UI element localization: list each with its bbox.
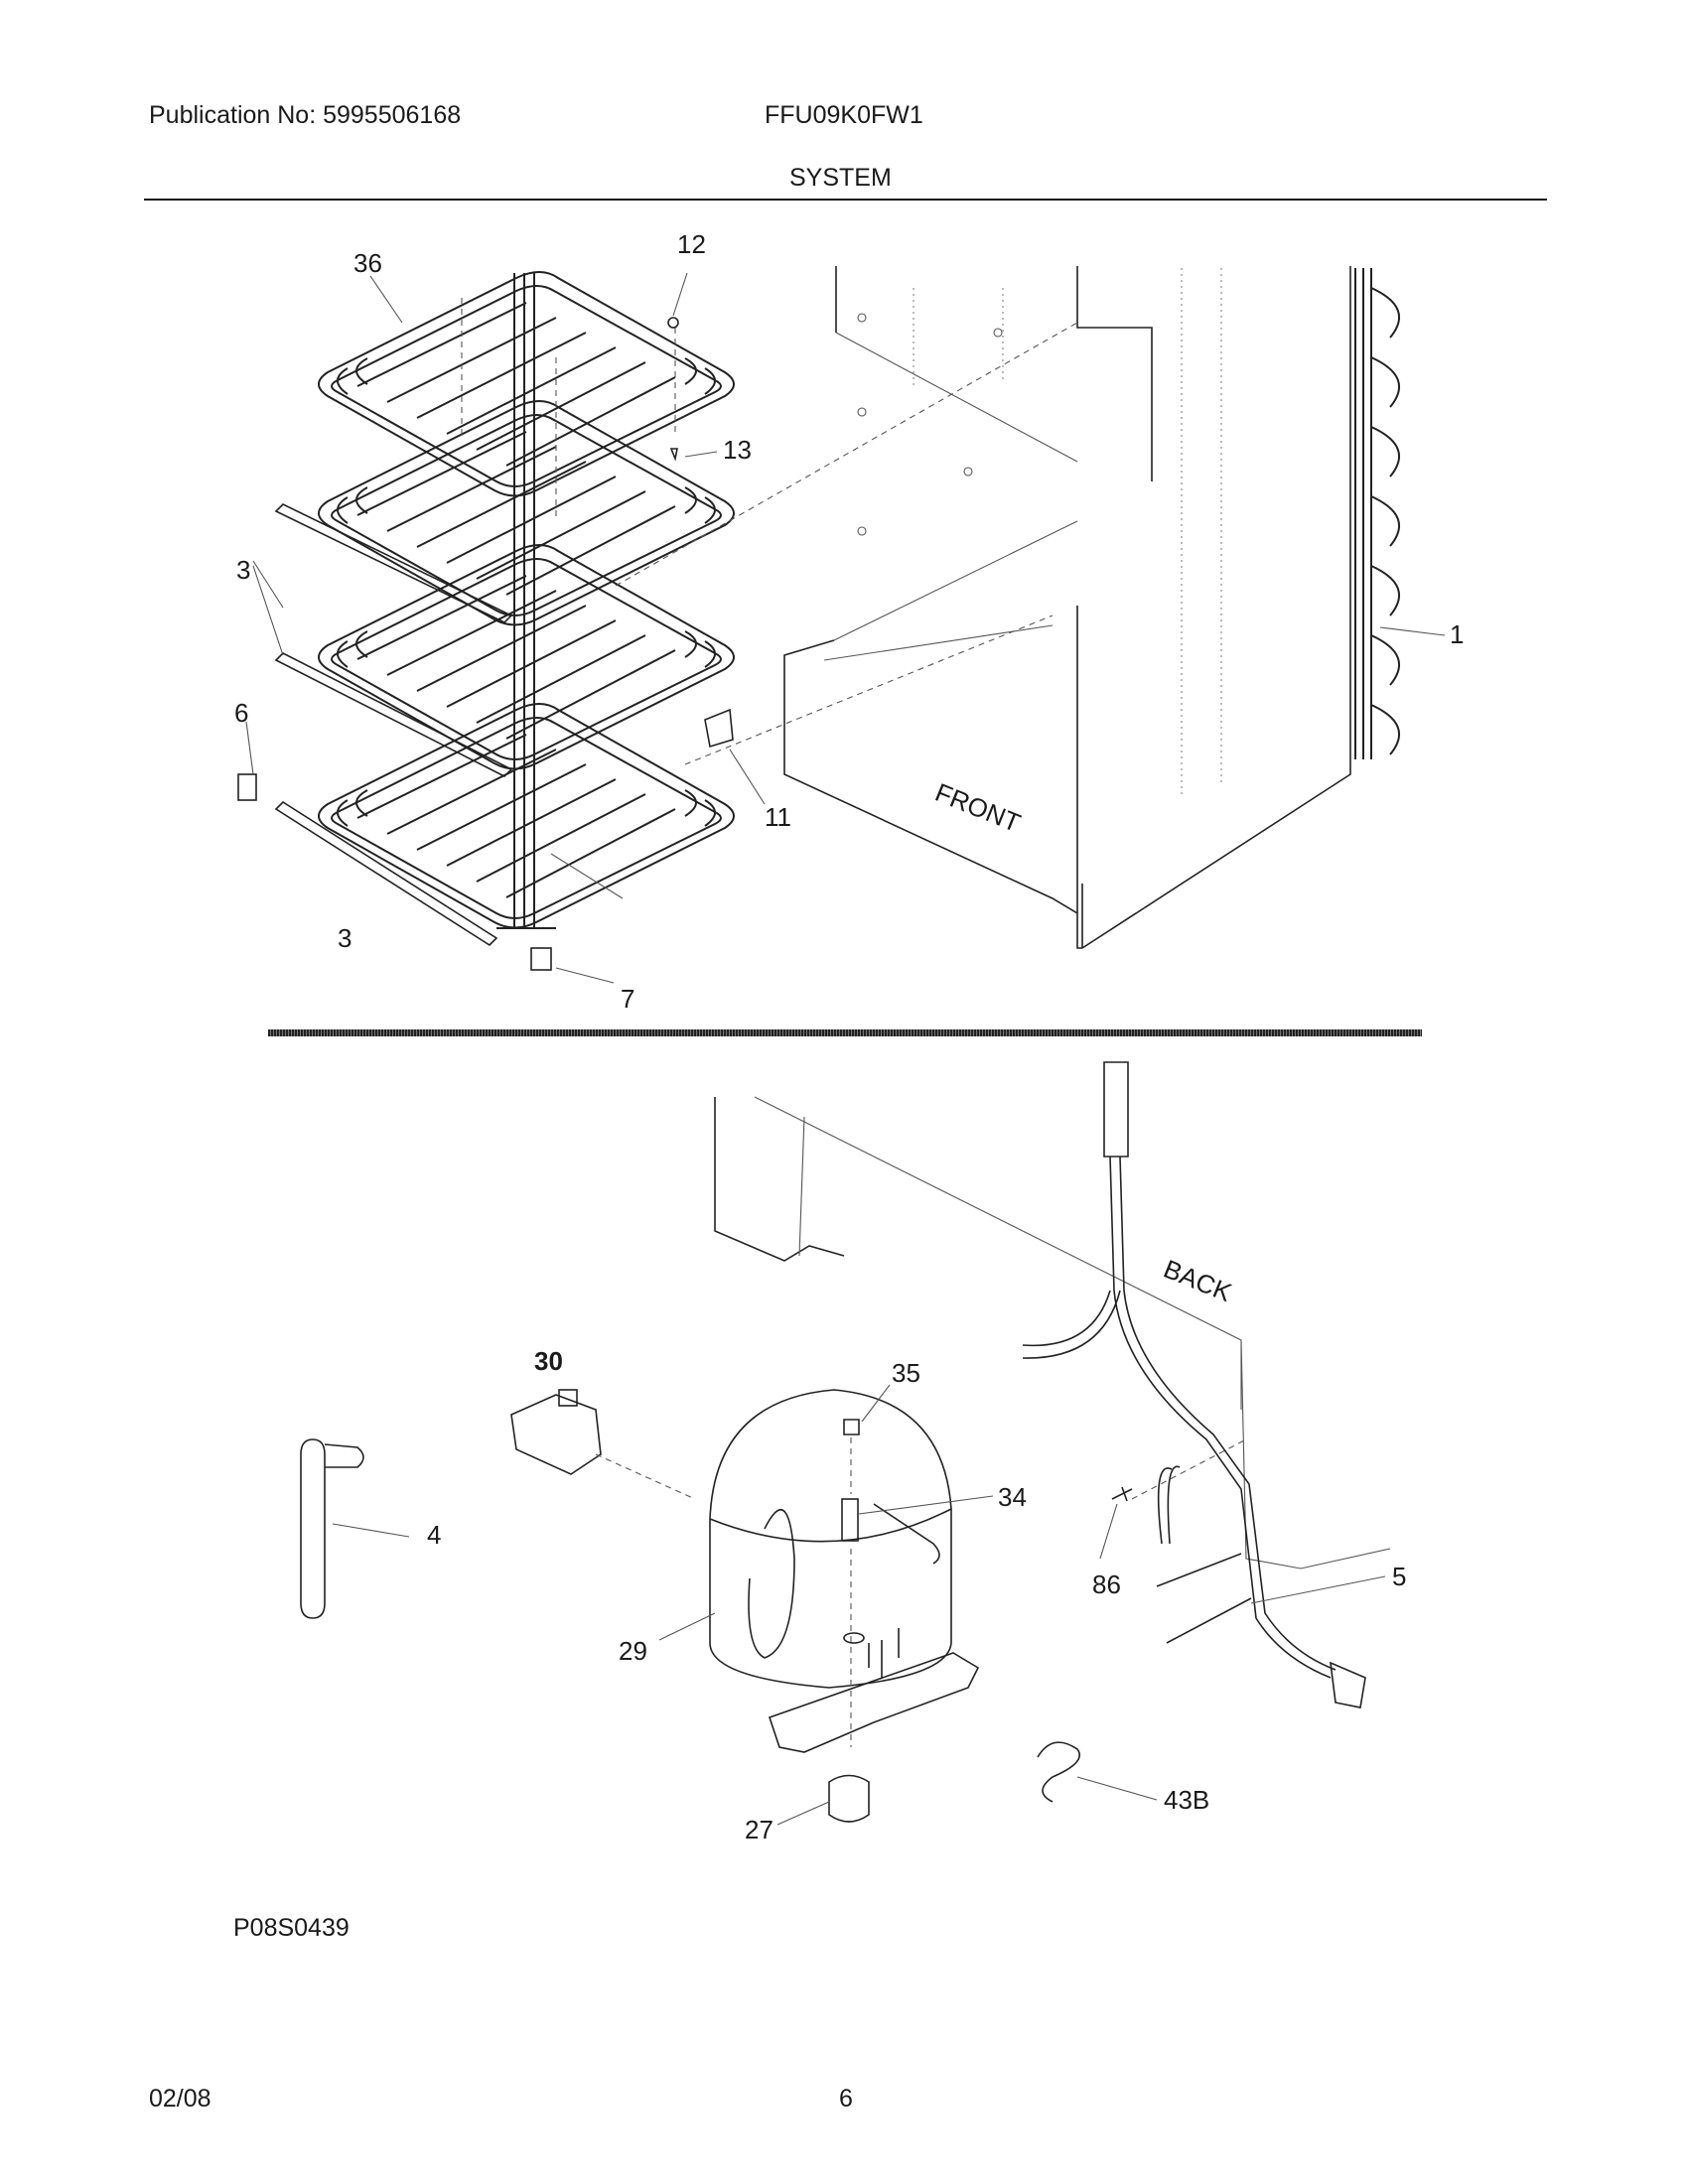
condenser-coil <box>1354 268 1400 759</box>
top-leader-lines <box>245 272 1446 984</box>
callout-4: 4 <box>427 1520 441 1550</box>
relay-overload <box>510 1389 602 1475</box>
callout-13: 13 <box>723 435 752 465</box>
power-cord <box>1022 1061 1366 1708</box>
front-label: FRONT <box>931 777 1025 838</box>
evaporator-coil-assembly <box>318 271 735 929</box>
callout-11: 11 <box>765 802 791 832</box>
callout-34: 34 <box>998 1482 1027 1512</box>
clips-and-brackets <box>237 317 734 971</box>
callout-5: 5 <box>1392 1562 1406 1591</box>
page-number: 6 <box>839 2085 853 2113</box>
header-rule <box>144 199 1547 201</box>
section-divider <box>268 1029 1422 1036</box>
callout-36: 36 <box>353 248 382 278</box>
callout-86: 86 <box>1092 1570 1121 1599</box>
bottom-leader-lines <box>332 1384 1386 1826</box>
callout-3-lower: 3 <box>338 923 352 953</box>
insulation-strips <box>274 503 513 947</box>
ground-screw <box>1111 1486 1133 1502</box>
callout-7: 7 <box>621 984 634 1014</box>
callout-27: 27 <box>745 1815 774 1844</box>
filter-dryer <box>300 1438 364 1619</box>
callout-35: 35 <box>892 1358 920 1388</box>
compressor <box>709 1389 980 1753</box>
model-number: FFU09K0FW1 <box>765 101 923 129</box>
publication-number: Publication No: 5995506168 <box>149 101 462 129</box>
figure-code: P08S0439 <box>233 1914 350 1942</box>
footer-date: 02/08 <box>149 2085 211 2113</box>
freezer-cabinet-outline <box>615 266 1351 949</box>
callout-12: 12 <box>677 229 706 259</box>
callout-29: 29 <box>619 1636 647 1666</box>
callout-43b: 43B <box>1164 1785 1209 1815</box>
callout-6: 6 <box>234 698 248 728</box>
cabinet-base-outline <box>714 1096 1391 1570</box>
callout-30: 30 <box>534 1346 563 1376</box>
callout-3-upper: 3 <box>236 555 250 585</box>
back-label: BACK <box>1160 1254 1236 1308</box>
tubing-clip <box>1037 1741 1080 1803</box>
compressor-grommet <box>828 1774 870 1823</box>
section-title: SYSTEM <box>789 164 892 192</box>
callout-1: 1 <box>1450 619 1464 649</box>
